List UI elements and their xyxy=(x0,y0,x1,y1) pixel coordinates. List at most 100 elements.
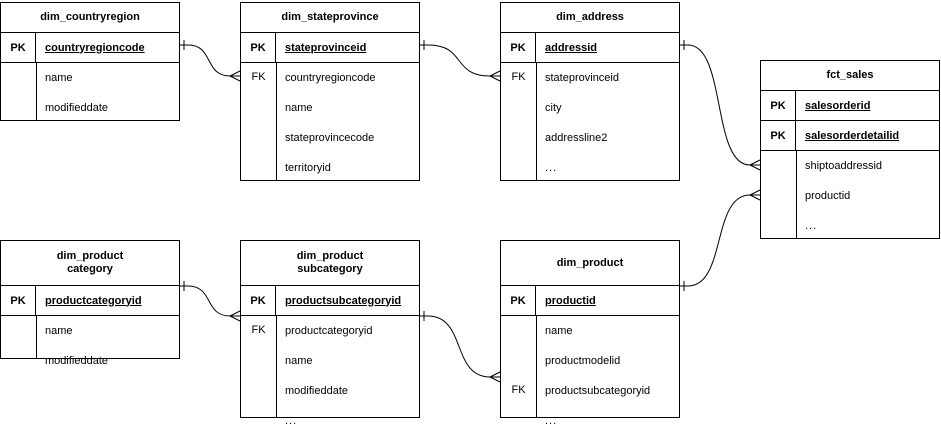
field-countryregioncode: countryregioncode xyxy=(285,72,376,84)
crowsfoot-lower xyxy=(749,164,761,171)
field-productsubcategoryid: productsubcategoryid xyxy=(545,385,651,397)
field-shiptoaddressid: shiptoaddressid xyxy=(805,160,883,172)
crowsfoot-upper xyxy=(749,159,761,166)
key-badge-pk: PK xyxy=(501,286,536,315)
field-name-salesorderdetailid: salesorderdetailid xyxy=(796,130,939,142)
primary-key-label: addressid xyxy=(545,41,597,54)
relationship-line xyxy=(687,44,751,166)
field-modifieddate: modifieddate xyxy=(45,102,108,114)
field-productid: productid xyxy=(805,190,851,202)
field-more: ... xyxy=(805,220,818,232)
foreign-key-badge: FK xyxy=(511,384,526,396)
primary-key-label: countryregioncode xyxy=(45,41,145,54)
key-row-dim_productcategory-productcategoryid[interactable]: PK productcategoryid xyxy=(1,286,179,316)
key-badge-pk: PK xyxy=(241,286,276,315)
foreign-key-badge: FK xyxy=(251,71,266,83)
field-stateprovinceid: stateprovinceid xyxy=(545,72,619,84)
field-more: ... xyxy=(545,162,558,174)
crowsfoot-lower xyxy=(229,75,241,82)
foreign-key-badge: FK xyxy=(251,324,266,336)
field-more: ... xyxy=(545,415,558,427)
relationship-address-to-sales[interactable] xyxy=(680,40,761,171)
body-fields-dim_address: stateprovinceid city addressline2... xyxy=(536,63,679,183)
field-name: name xyxy=(45,72,73,84)
relationship-subcategory-to-product[interactable] xyxy=(420,311,501,383)
field-city: city xyxy=(545,102,562,114)
entity-rows-dim_countryregion: PK countryregioncode name modifieddate xyxy=(1,33,179,121)
crowsfoot-upper xyxy=(229,310,241,317)
field-name-salesorderid: salesorderid xyxy=(796,100,939,112)
key-badge-pk: PK xyxy=(761,121,796,150)
field-name: name xyxy=(285,102,313,114)
field-name-addressid: addressid xyxy=(536,42,679,54)
crowsfoot-upper xyxy=(489,70,501,77)
entity-title-dim_address: dim_address xyxy=(501,3,679,33)
field-name: name xyxy=(545,325,573,337)
primary-key-label: stateprovinceid xyxy=(285,41,367,54)
relationship-countryregion-to-stateprovince[interactable] xyxy=(180,40,241,82)
key-row-dim_productsubcategory-productsubcategoryid[interactable]: PK productsubcategoryid xyxy=(241,286,419,316)
field-name: name xyxy=(285,355,313,367)
body-key-column-dim_productsubcategory: FK xyxy=(241,316,277,418)
relationship-product-to-sales[interactable] xyxy=(680,189,761,291)
key-badge-pk: PK xyxy=(1,33,36,62)
entity-title-dim_product: dim_product xyxy=(501,241,679,286)
field-addressline2: addressline2 xyxy=(545,132,608,144)
entity-body-dim_stateprovince: FK countryregioncode name stateprovincecode… xyxy=(241,63,419,181)
crowsfoot-lower xyxy=(489,376,501,383)
relationship-productcategory-to-subcategory[interactable] xyxy=(180,281,241,322)
body-fields-dim_stateprovince: countryregioncode name stateprovincecode te… xyxy=(276,63,419,183)
field-productcategoryid: productcategoryid xyxy=(285,325,373,337)
crowsfoot-upper xyxy=(229,70,241,77)
entity-title-dim_productsubcategory: dim_product subcategory xyxy=(241,241,419,286)
key-badge-pk: PK xyxy=(1,286,36,315)
field-name-productid: productid xyxy=(536,295,679,307)
crowsfoot-upper xyxy=(749,189,761,196)
crowsfoot-upper xyxy=(489,371,501,378)
primary-key-label: productcategoryid xyxy=(45,294,142,307)
body-key-column-dim_address: FK xyxy=(501,63,537,181)
relationship-line xyxy=(427,315,491,378)
primary-key-label: productsubcategoryid xyxy=(285,294,402,307)
body-key-column-dim_stateprovince: FK xyxy=(241,63,277,181)
body-key-column-dim_countryregion xyxy=(1,63,37,121)
key-row-fct_sales-salesorderdetailid[interactable]: PK salesorderdetailid xyxy=(761,121,939,151)
primary-key-label: salesorderdetailid xyxy=(805,129,900,142)
entity-body-dim_address: FK stateprovinceid city addressline2... xyxy=(501,63,679,181)
body-key-column-fct_sales xyxy=(761,151,797,238)
key-row-dim_countryregion-countryregioncode[interactable]: PK countryregioncode xyxy=(1,33,179,63)
field-name-countryregioncode: countryregioncode xyxy=(36,42,179,54)
relationship-line xyxy=(427,44,491,77)
relationship-line xyxy=(187,285,231,317)
entity-body-fct_sales: shiptoaddressid productid... xyxy=(761,151,939,238)
foreign-key-badge: FK xyxy=(511,71,526,83)
body-fields-fct_sales: shiptoaddressid productid... xyxy=(796,151,939,241)
field-territoryid: territoryid xyxy=(285,162,331,174)
field-stateprovincecode: stateprovincecode xyxy=(285,132,375,144)
entity-body-dim_countryregion: name modifieddate xyxy=(1,63,179,121)
field-name-stateprovinceid: stateprovinceid xyxy=(276,42,419,54)
field-modifieddate: modifieddate xyxy=(45,355,108,367)
relationship-stateprovince-to-address[interactable] xyxy=(420,40,501,82)
